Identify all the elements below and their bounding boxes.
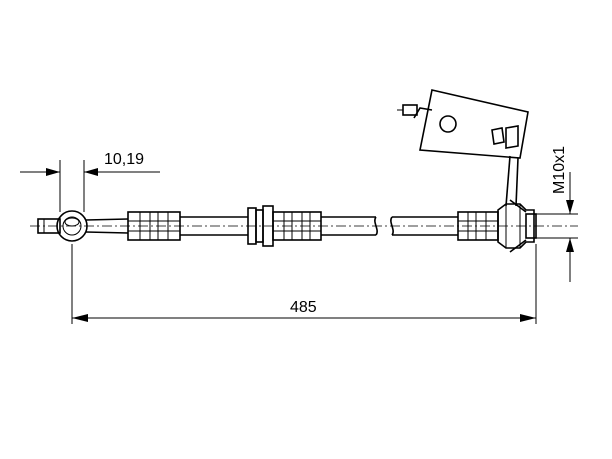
thread-dimension xyxy=(536,172,578,282)
hose-segment xyxy=(180,216,248,236)
eye-diameter-label: 10,19 xyxy=(104,151,144,168)
overall-length-dimension xyxy=(71,244,537,324)
thread-label: M10x1 xyxy=(551,146,568,194)
mounting-bracket xyxy=(397,89,529,207)
overall-length-label: 485 xyxy=(290,299,317,316)
crimp-sleeve-left xyxy=(127,211,181,241)
eye-diameter-dimension xyxy=(20,160,160,212)
